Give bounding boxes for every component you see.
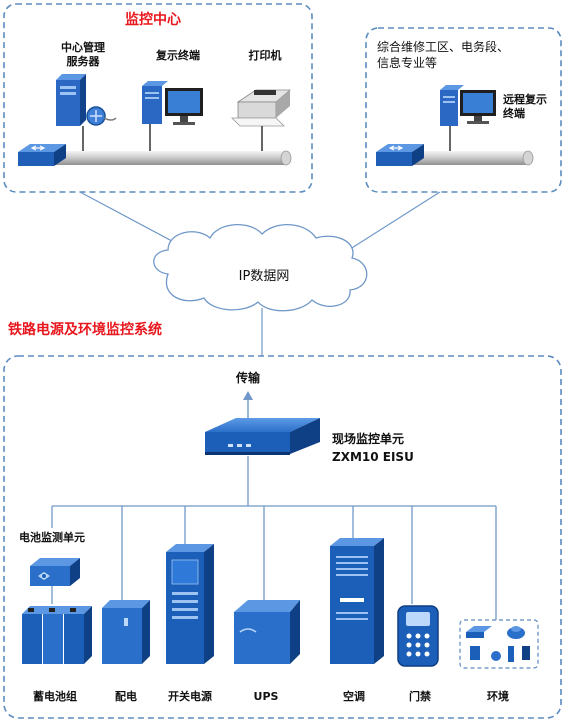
display-terminal-label: 复示终端 <box>155 48 200 62</box>
device-label-access-control: 门禁 <box>409 689 431 703</box>
battery-monitor-icon <box>30 558 80 586</box>
device-label-air-conditioner: 空调 <box>343 689 365 703</box>
printer-label: 打印机 <box>249 48 282 62</box>
printer-icon <box>231 89 292 127</box>
server-label-line1: 中心管理 <box>61 40 105 54</box>
air-conditioner-icon <box>330 538 384 664</box>
remote-terminal-label-line2: 终端 <box>503 106 525 120</box>
environment-sensors-icon <box>459 619 539 669</box>
server-label-line2: 服务器 <box>67 54 101 68</box>
distribution-bus <box>51 456 497 620</box>
distribution-cabinet-icon <box>102 600 150 664</box>
remote-site-box <box>365 27 562 193</box>
battery-group-icon <box>22 606 92 664</box>
railway-system-box <box>3 355 562 719</box>
lan-bus-left <box>30 124 292 166</box>
device-label-battery-group: 蓄电池组 <box>33 689 77 703</box>
ups-icon <box>234 600 300 664</box>
display-terminal-icon <box>142 81 203 125</box>
switch-icon-left <box>18 144 66 166</box>
remote-site-desc-line2: 信息专业等 <box>377 55 437 70</box>
remote-terminal-icon <box>440 85 496 126</box>
device-label-environment: 环境 <box>487 689 509 703</box>
switching-power-icon <box>166 544 214 664</box>
remote-site-desc-line1: 综合维修工区、电务段、 <box>377 39 509 54</box>
battery-monitor-label: 电池监测单元 <box>19 530 85 544</box>
server-icon <box>56 74 117 126</box>
access-control-icon <box>397 605 439 667</box>
transmission-label: 传输 <box>235 370 261 385</box>
device-label-ups: UPS <box>254 690 279 703</box>
link-remote-to-cloud <box>335 191 441 259</box>
monitor-center-title: 监控中心 <box>125 11 181 28</box>
eisu-label-line1: 现场监控单元 <box>332 431 404 446</box>
railway-system-title: 铁路电源及环境监控系统 <box>8 321 162 338</box>
device-label-switching-power: 开关电源 <box>168 689 212 703</box>
monitor-center-box <box>3 3 313 193</box>
switch-icon-right <box>376 144 424 166</box>
remote-terminal-label-line1: 远程复示 <box>503 92 547 106</box>
device-label-distribution: 配电 <box>115 689 137 703</box>
eisu-label-line2: ZXM10 EISU <box>332 450 414 464</box>
ip-network-label: IP数据网 <box>239 269 290 284</box>
eisu-unit-icon <box>205 418 320 455</box>
ip-network-cloud-icon <box>153 223 368 312</box>
